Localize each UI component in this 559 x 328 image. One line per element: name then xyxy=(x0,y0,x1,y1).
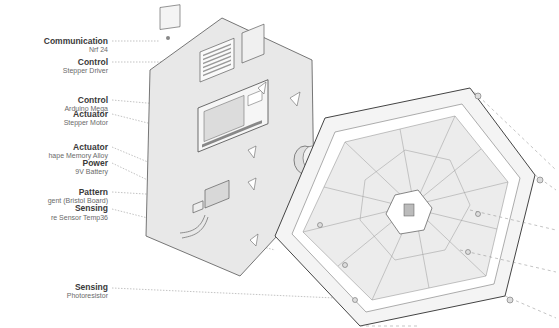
part-name: gent (Bristol Board) xyxy=(48,197,108,204)
part-category: Actuator xyxy=(73,110,108,119)
part-name: hape Memory Alloy xyxy=(48,152,108,159)
part-name: Nrf 24 xyxy=(89,46,108,53)
part-category: Control xyxy=(78,58,108,67)
part-name: Stepper Driver xyxy=(63,67,108,74)
part-category: Sensing xyxy=(75,204,108,213)
part-category: Control xyxy=(78,96,108,105)
part-category: Power xyxy=(82,159,108,168)
part-category: Sensing xyxy=(75,283,108,292)
part-name: Photoresistor xyxy=(67,292,108,299)
part-name: Stepper Motor xyxy=(64,119,108,126)
part-name: 9V Battery xyxy=(75,168,108,175)
part-category: Actuator xyxy=(73,143,108,152)
part-category: Communication xyxy=(44,37,108,46)
part-name: re Sensor Temp36 xyxy=(51,214,108,221)
part-category: Pattern xyxy=(79,188,108,197)
